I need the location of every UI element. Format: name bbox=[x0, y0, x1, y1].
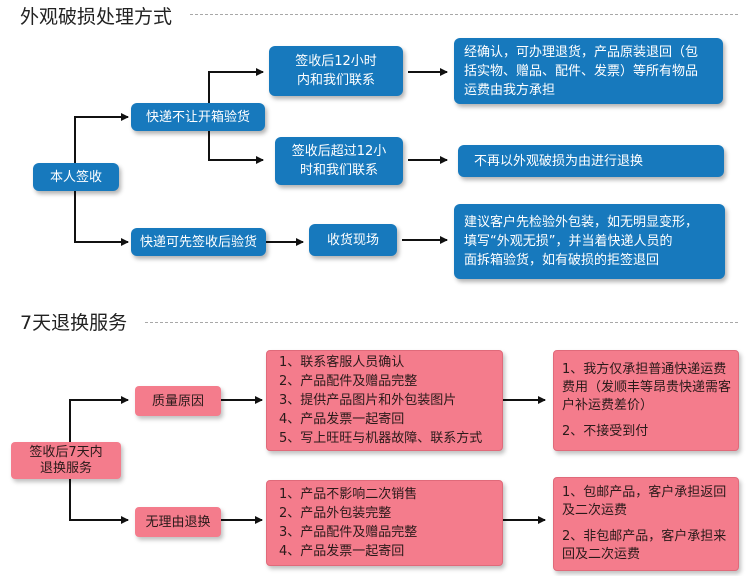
node-sign-then-inspect: 快递可先签收后验货 bbox=[131, 228, 266, 256]
node-no-open-inspection: 快递不让开箱验货 bbox=[131, 103, 265, 131]
node-text-line: 经确认，可办理退货，产品原装退回（包 bbox=[464, 44, 699, 60]
node-7day-service: 签收后7天内 退换服务 bbox=[11, 442, 121, 479]
node-text-line: 建议客户先检验外包装，如无明显变形， bbox=[464, 215, 699, 230]
node-text-line: 面拆箱验货，如有破损的拒签退回 bbox=[464, 253, 660, 268]
connector-root-to-branch-a bbox=[74, 113, 129, 163]
node-over-12h-result: 不再以外观破损为由进行退换 bbox=[458, 145, 724, 177]
node-text-line: 括实物、赠品、配件、发票）等所有物品 bbox=[464, 63, 699, 79]
section-divider bbox=[190, 14, 738, 15]
node-text-line: 签收后7天内 bbox=[29, 444, 103, 460]
step-item: 4、产品发票一起寄回 bbox=[279, 412, 405, 427]
connector-a-to-sub1 bbox=[208, 68, 264, 103]
node-text-line: 签收后12小时 bbox=[295, 54, 377, 69]
node-on-site-result: 建议客户先检验外包装，如无明显变形， 填写“外观无损”，并当着快递人员的 面拆箱… bbox=[454, 204, 725, 279]
result-item: 回及二次运费 bbox=[562, 547, 641, 562]
node-on-site: 收货现场 bbox=[309, 224, 397, 256]
result-item: 费用（发顺丰等昂贵快递需客 bbox=[562, 379, 732, 395]
section-title-7day-return: 7天退换服务 bbox=[20, 312, 128, 334]
node-text-line: 时和我们联系 bbox=[299, 163, 378, 178]
connector-a-to-sub2 bbox=[208, 130, 264, 164]
node-no-reason-result: 1、包邮产品，客户承担返回 及二次运费 2、非包邮产品，客户承担来 回及二次运费 bbox=[553, 477, 739, 571]
node-text-line: 填写“外观无损”，并当着快递人员的 bbox=[464, 234, 673, 249]
node-quality-result: 1、我方仅承担普通快递运费 费用（发顺丰等昂贵快递需客 户补运费差价） 2、不接… bbox=[553, 350, 739, 451]
connector-root2-to-noreason bbox=[69, 478, 129, 524]
node-no-reason-steps: 1、产品不影响二次销售 2、产品外包装完整 3、产品配件及赠品完整 4、产品发票… bbox=[266, 480, 503, 566]
step-item: 2、产品配件及赠品完整 bbox=[279, 374, 418, 389]
section-divider bbox=[145, 322, 738, 323]
section-title-damage: 外观破损处理方式 bbox=[20, 6, 173, 28]
node-within-12h: 签收后12小时 内和我们联系 bbox=[269, 46, 403, 96]
result-item: 1、包邮产品，客户承担返回 bbox=[562, 485, 727, 500]
connector-root2-to-quality bbox=[69, 396, 129, 443]
connector-root-to-branch-b bbox=[74, 190, 129, 246]
node-self-signed: 本人签收 bbox=[33, 163, 119, 191]
result-item: 1、我方仅承担普通快递运费 bbox=[562, 361, 727, 377]
node-no-reason-return: 无理由退换 bbox=[135, 507, 221, 537]
result-spacer bbox=[562, 415, 731, 423]
step-item: 1、产品不影响二次销售 bbox=[279, 487, 418, 502]
node-text-line: 签收后超过12小 bbox=[291, 144, 387, 159]
node-text-line: 运费由我方承担 bbox=[464, 82, 556, 98]
node-text-line: 退换服务 bbox=[39, 460, 92, 476]
node-quality-reason: 质量原因 bbox=[135, 386, 221, 416]
result-item: 2、不接受到付 bbox=[562, 423, 649, 439]
node-within-12h-result: 经确认，可办理退货，产品原装退回（包 括实物、赠品、配件、发票）等所有物品 运费… bbox=[454, 38, 723, 104]
node-quality-steps: 1、联系客服人员确认 2、产品配件及赠品完整 3、提供产品图片和外包装图片 4、… bbox=[266, 350, 503, 451]
node-text-line: 内和我们联系 bbox=[296, 73, 375, 88]
result-spacer bbox=[562, 520, 726, 528]
result-item: 户补运费差价） bbox=[562, 397, 654, 413]
result-item: 及二次运费 bbox=[562, 503, 628, 518]
step-item: 4、产品发票一起寄回 bbox=[279, 544, 405, 559]
node-over-12h: 签收后超过12小 时和我们联系 bbox=[275, 137, 403, 185]
step-item: 3、提供产品图片和外包装图片 bbox=[279, 393, 457, 408]
step-item: 5、写上旺旺与机器故障、联系方式 bbox=[279, 431, 483, 446]
step-item: 2、产品外包装完整 bbox=[279, 506, 392, 521]
step-item: 1、联系客服人员确认 bbox=[279, 355, 405, 370]
step-item: 3、产品配件及赠品完整 bbox=[279, 525, 418, 540]
result-item: 2、非包邮产品，客户承担来 bbox=[562, 529, 727, 544]
